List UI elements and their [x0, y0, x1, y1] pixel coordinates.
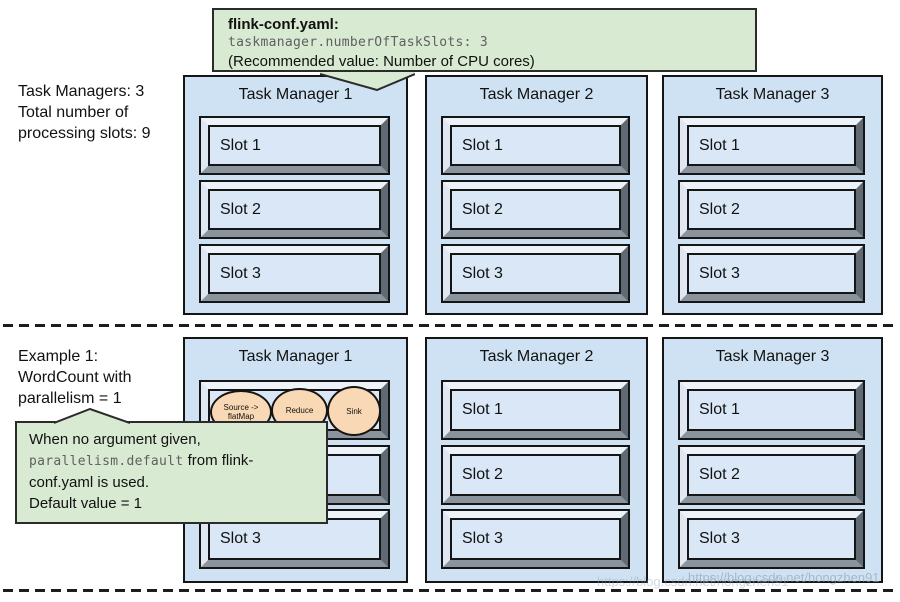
slot-face: Slot 1	[450, 389, 621, 431]
slot-label: Slot 3	[220, 530, 261, 547]
slot: Slot 3	[678, 244, 865, 303]
slot: Slot 3	[199, 244, 390, 303]
slot-face: Slot 2	[208, 189, 381, 230]
slot-label: Slot 3	[699, 530, 740, 547]
csdn-watermark: https://blog.csdn.net/hongzhen91	[688, 570, 880, 585]
slot-label: Slot 1	[699, 136, 740, 154]
slot-face: Slot 3	[208, 253, 381, 294]
slot-bevel: Slot 1	[680, 382, 863, 438]
task-manager-box: Task Manager 1 Slot 1 Slot 2 Slot 3	[183, 75, 408, 315]
slot: Slot 1	[441, 380, 630, 440]
slot-bevel: Slot 3	[443, 246, 628, 301]
callout-line-2: parallelism.default from flink-	[29, 450, 314, 472]
slot-bevel: Slot 1	[680, 118, 863, 173]
task-manager-title: Task Manager 3	[715, 348, 830, 365]
section-divider-bottom	[3, 589, 897, 592]
example-label: Example 1: WordCount with parallelism = …	[18, 348, 132, 407]
slot-bevel: Slot 1	[443, 118, 628, 173]
slot-bevel: Slot 2	[201, 182, 388, 237]
config-callout: flink-conf.yaml: taskmanager.numberOfTas…	[212, 8, 757, 91]
slot-bevel: Slot 1	[443, 382, 628, 438]
config-file-title: flink-conf.yaml:	[228, 16, 339, 33]
slot: Slot 2	[678, 444, 865, 505]
task-manager-box: Task Manager 2 Slot 1 Slot 2 Slot 3	[425, 337, 648, 583]
task-manager-title: Task Manager 2	[479, 86, 594, 103]
slot-face: Slot 2	[450, 453, 621, 496]
slot: Slot 2	[441, 444, 630, 505]
slot-face: Slot 1	[687, 389, 856, 431]
slot-face: Slot 2	[687, 189, 856, 230]
slot-bevel: Slot 2	[443, 446, 628, 503]
task-ellipse-sink: Sink	[327, 386, 381, 436]
slot-label: Slot 1	[462, 401, 503, 418]
slot: Slot 3	[441, 509, 630, 569]
slot-bevel: Slot 2	[680, 446, 863, 503]
slot: Slot 1	[441, 116, 630, 175]
slot-label: Slot 3	[462, 264, 503, 282]
section-divider-top	[3, 324, 897, 327]
slot-list: Slot 1 Slot 2 Slot 3	[678, 380, 865, 569]
task-manager-box: Task Manager 2 Slot 1 Slot 2 Slot 3	[425, 75, 648, 315]
slot: Slot 3	[678, 509, 865, 569]
slot: Slot 1	[199, 116, 390, 175]
callout-line-1: When no argument given,	[29, 431, 201, 448]
slot-label: Slot 3	[699, 264, 740, 282]
slot: Slot 1	[678, 380, 865, 440]
slot-face: Slot 1	[208, 125, 381, 166]
parallelism-default-code: parallelism.default	[29, 454, 184, 469]
slot: Slot 3	[441, 244, 630, 303]
slot-face: Slot 3	[450, 518, 621, 560]
slot-face: Slot 3	[208, 518, 381, 560]
task-manager-box: Task Manager 3 Slot 1 Slot 2 Slot 3	[662, 75, 883, 315]
slot-bevel: Slot 1	[201, 118, 388, 173]
slot-bevel: Slot 2	[680, 182, 863, 237]
callout-line-2-rest: from flink-	[183, 452, 254, 469]
task-manager-title: Task Manager 1	[238, 348, 353, 365]
slot: Slot 2	[678, 180, 865, 239]
slot-bevel: Slot 3	[201, 246, 388, 301]
slot: Slot 1	[678, 116, 865, 175]
task-manager-box: Task Manager 3 Slot 1 Slot 2 Slot 3	[662, 337, 883, 583]
task-manager-title: Task Manager 3	[715, 86, 830, 103]
slot-list: Slot 1 Slot 2 Slot 3	[441, 116, 630, 303]
csdn-watermark-shadow: https://blog.csdn.net/hongzhen91	[597, 574, 789, 589]
summary-label: Task Managers: 3 Total number of process…	[18, 83, 151, 142]
slot: Slot 2	[199, 180, 390, 239]
callout-pointer-down	[320, 72, 415, 91]
slot-label: Slot 1	[220, 136, 261, 154]
slot-label: Slot 1	[462, 136, 503, 154]
slot-bevel: Slot 2	[443, 182, 628, 237]
config-note: (Recommended value: Number of CPU cores)	[228, 53, 535, 70]
parallelism-callout: When no argument given, parallelism.defa…	[15, 408, 328, 524]
slot-label: Slot 3	[220, 264, 261, 282]
slot-bevel: Slot 3	[680, 246, 863, 301]
callout-line-3: conf.yaml is used.	[29, 474, 150, 491]
callout-line-4: Default value = 1	[29, 495, 142, 512]
task-manager-title: Task Manager 2	[479, 348, 594, 365]
slot-face: Slot 3	[687, 253, 856, 294]
slot-label: Slot 2	[462, 200, 503, 218]
slot-bevel: Slot 3	[680, 511, 863, 567]
task-manager-title: Task Manager 1	[238, 86, 353, 103]
slot-face: Slot 2	[450, 189, 621, 230]
callout-pointer-up	[54, 408, 130, 425]
slot-face: Slot 1	[687, 125, 856, 166]
slot: Slot 2	[441, 180, 630, 239]
slot-label: Slot 1	[699, 401, 740, 418]
slot-bevel: Slot 3	[443, 511, 628, 567]
slot-label: Slot 2	[699, 200, 740, 218]
slot-label: Slot 2	[462, 465, 503, 483]
slot-label: Slot 2	[220, 200, 261, 218]
slot-list: Slot 1 Slot 2 Slot 3	[678, 116, 865, 303]
slot-list: Slot 1 Slot 2 Slot 3	[199, 116, 390, 303]
slot-face: Slot 3	[450, 253, 621, 294]
slot-label: Slot 2	[699, 465, 740, 483]
slot-face: Slot 2	[687, 453, 856, 496]
config-code-line: taskmanager.numberOfTaskSlots: 3	[228, 35, 489, 50]
slot-face: Slot 1	[450, 125, 621, 166]
slot-face: Slot 3	[687, 518, 856, 560]
slot-label: Slot 3	[462, 530, 503, 547]
slot-list: Slot 1 Slot 2 Slot 3	[441, 380, 630, 569]
